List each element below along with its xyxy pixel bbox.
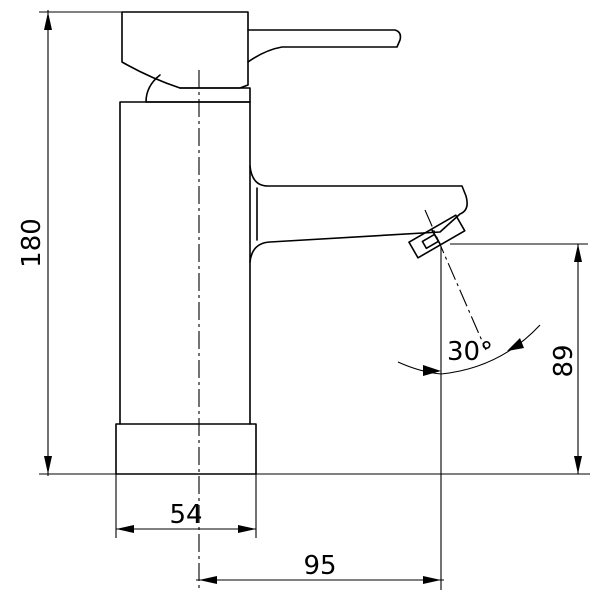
spout-height-label: 89 bbox=[549, 344, 579, 377]
base-width-dimension: 54 bbox=[115, 474, 257, 538]
body-cylinder bbox=[119, 101, 251, 425]
height-dimension: 180 bbox=[17, 10, 122, 476]
angle-label: 30° bbox=[447, 337, 493, 367]
spout bbox=[249, 165, 468, 263]
base-ring bbox=[115, 423, 257, 475]
height-label: 180 bbox=[17, 218, 47, 268]
spout-height-dimension: 89 bbox=[450, 243, 588, 474]
handle-lever bbox=[121, 11, 402, 89]
angle-dimension: 30° bbox=[397, 324, 541, 376]
reach-dimension: 95 bbox=[196, 551, 444, 584]
reach-label: 95 bbox=[303, 551, 336, 581]
base-width-label: 54 bbox=[169, 500, 202, 530]
handle-collar bbox=[145, 74, 251, 103]
aerator-centerline bbox=[424, 209, 487, 351]
faucet-outline bbox=[115, 11, 468, 475]
